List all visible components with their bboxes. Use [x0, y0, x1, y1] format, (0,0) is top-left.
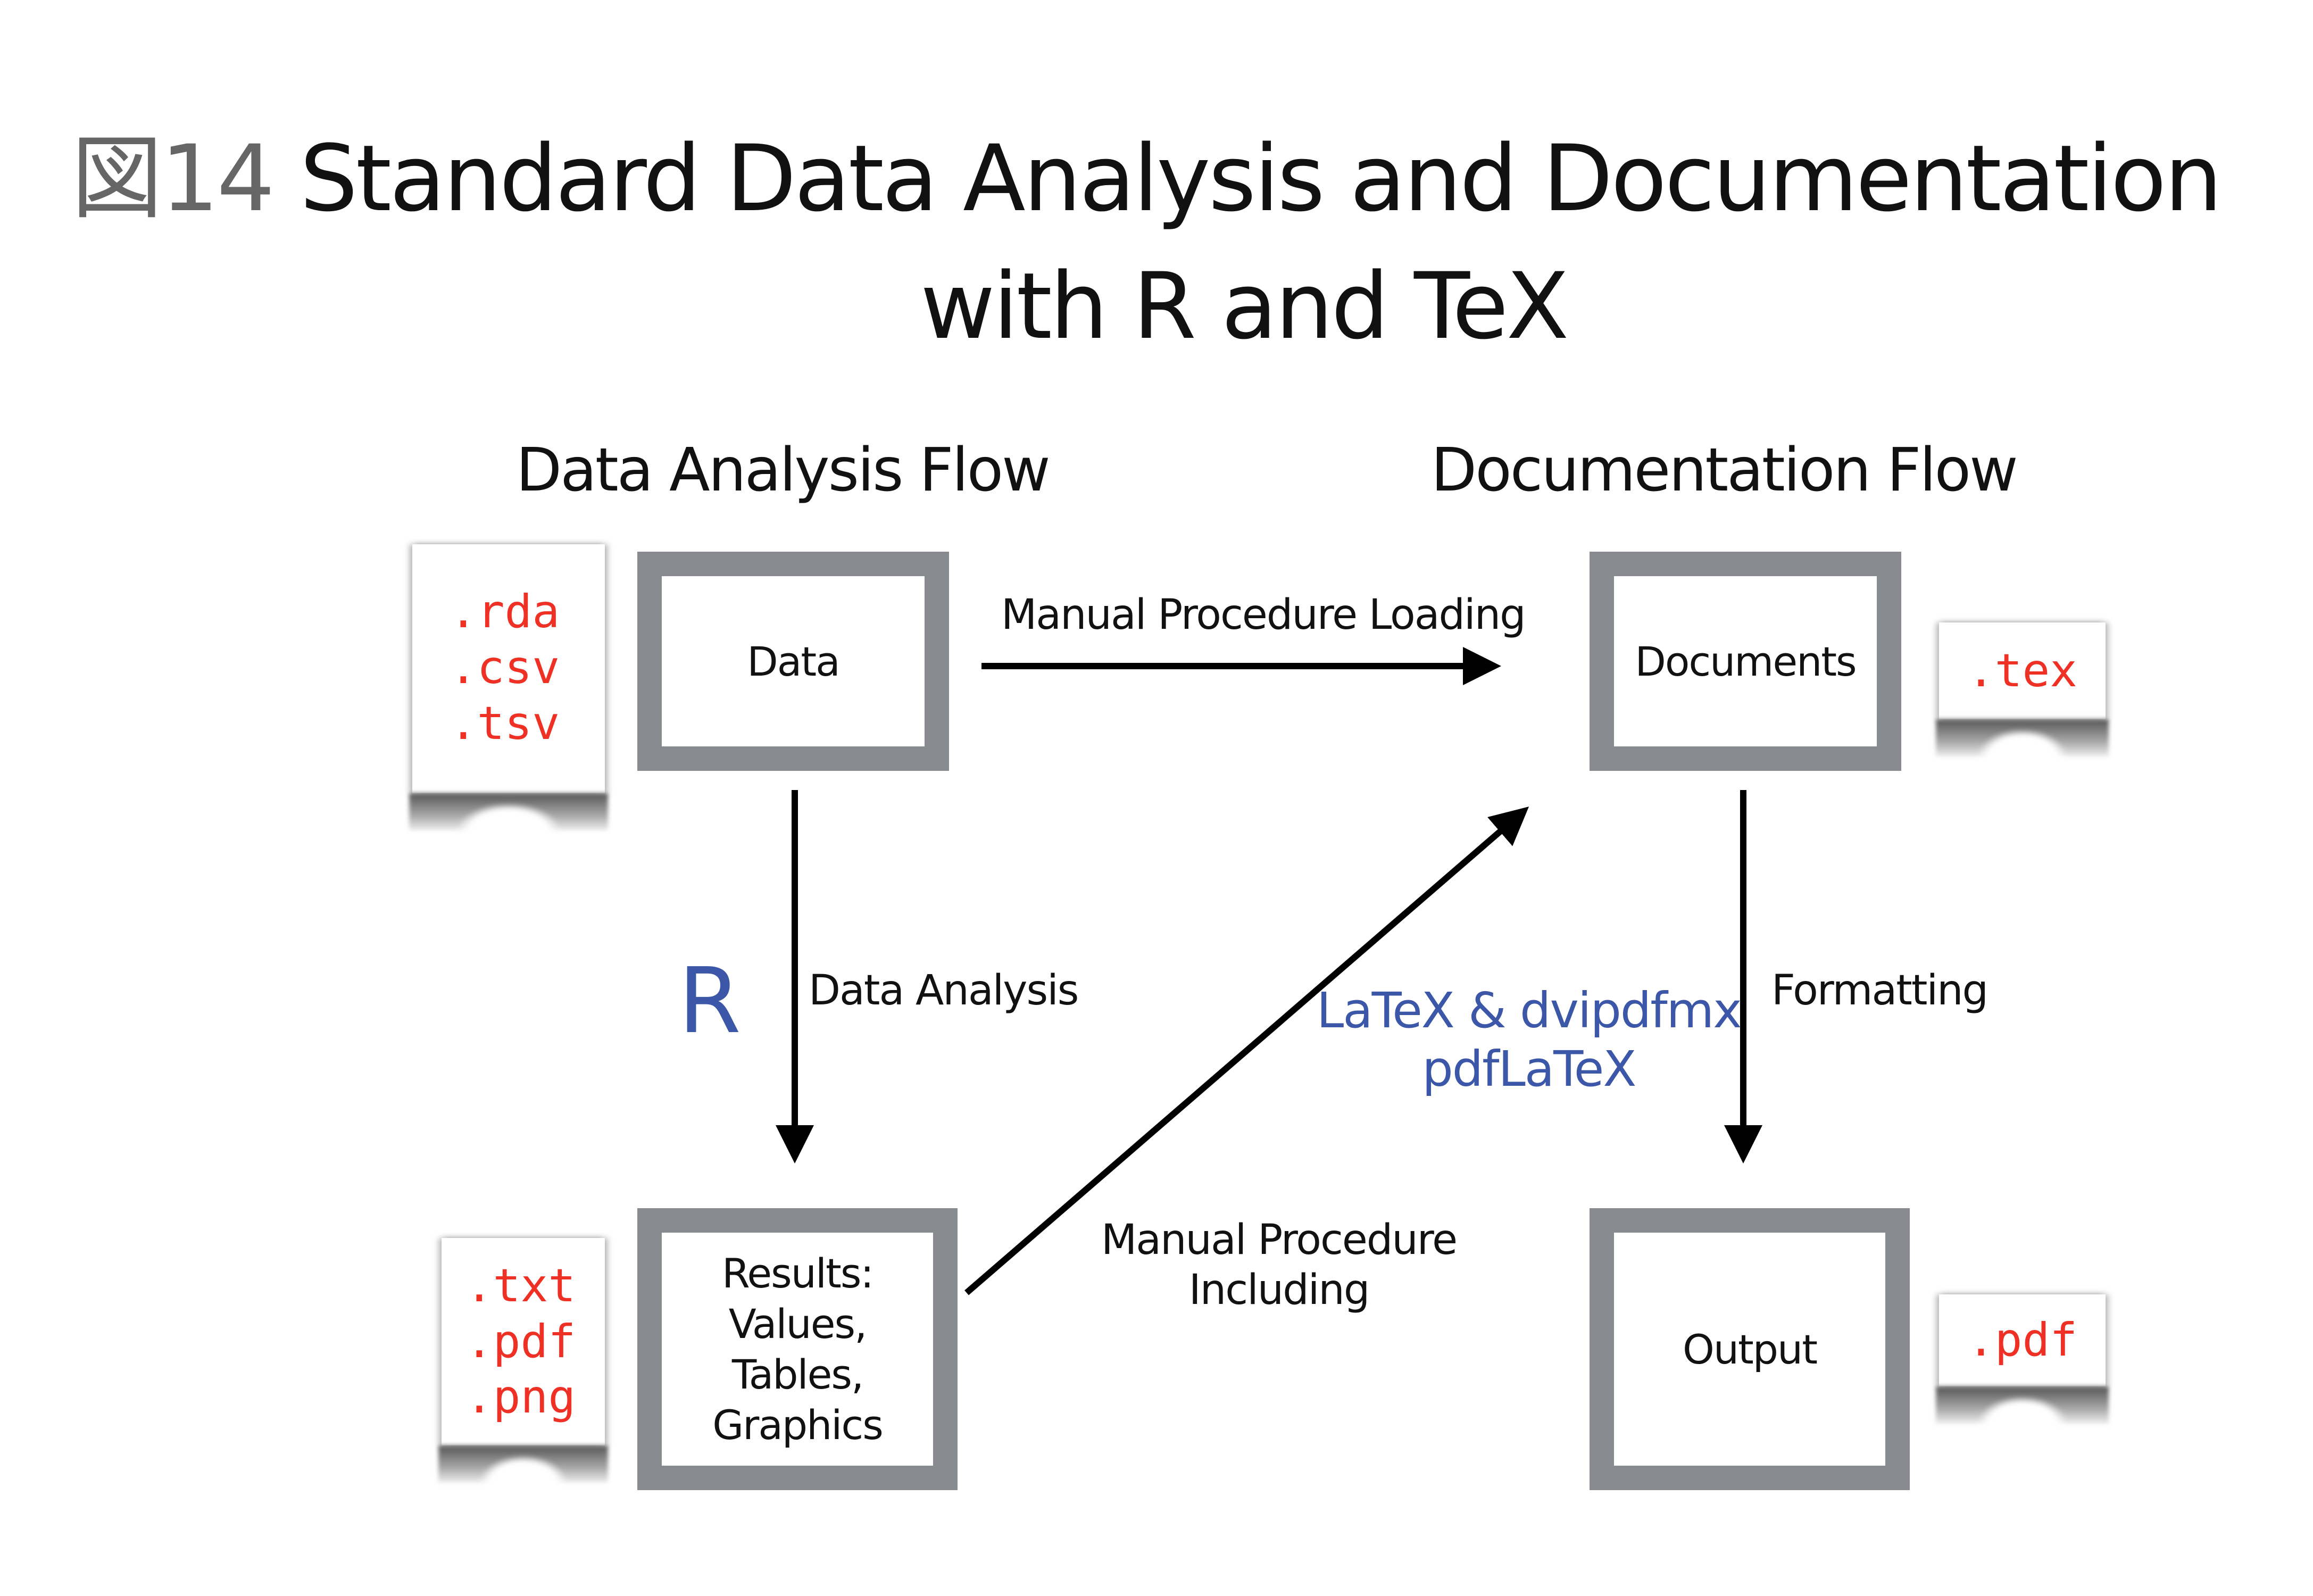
edge-label-data-analysis: Data Analysis — [809, 967, 1079, 1015]
title-text-1: Standard Data Analysis and Documentation — [299, 125, 2223, 232]
file-ext-tsv: .tsv — [450, 696, 560, 750]
tool-pdflatex: pdfLaTeX — [1422, 1041, 1636, 1098]
documents-file-types-card: .tex — [1939, 622, 2106, 719]
file-ext-rda: .rda — [450, 585, 560, 638]
documents-node-label: Documents — [1635, 637, 1857, 685]
file-ext-csv: .csv — [450, 641, 560, 694]
documentation-flow-heading: Documentation Flow — [1431, 436, 2018, 505]
output-file-types-card: .pdf — [1939, 1294, 2106, 1386]
manual-including-line-1: Manual Procedure — [1101, 1216, 1458, 1264]
output-node: Output — [1590, 1208, 1910, 1490]
results-node: Results: Values, Tables, Graphics — [637, 1208, 958, 1490]
figure-number: 図14 — [71, 125, 275, 232]
results-node-label: Results: Values, Tables, Graphics — [662, 1248, 933, 1450]
tool-label-r: R — [678, 949, 742, 1054]
data-file-types-card: .rda .csv .tsv — [412, 544, 605, 793]
file-ext-tex: .tex — [1967, 644, 2078, 697]
results-file-types-card: .txt .pdf .png — [442, 1238, 605, 1445]
arrow-results-to-documents — [964, 807, 1529, 1295]
edge-label-formatting: Formatting — [1771, 967, 1988, 1015]
file-ext-pdf: .pdf — [465, 1315, 576, 1368]
data-analysis-flow-heading: Data Analysis Flow — [516, 436, 1051, 505]
file-ext-txt: .txt — [465, 1259, 576, 1312]
file-ext-pdf-output: .pdf — [1967, 1314, 2078, 1367]
file-ext-png: .png — [465, 1370, 576, 1424]
edge-label-manual-including: Manual Procedure Including — [1101, 1216, 1458, 1315]
results-line-2: Values, Tables, — [728, 1300, 867, 1398]
data-node-label: Data — [747, 637, 840, 685]
results-line-1: Results: — [721, 1250, 874, 1297]
output-node-label: Output — [1683, 1325, 1818, 1373]
edge-label-manual-loading: Manual Procedure Loading — [1001, 591, 1526, 639]
data-node: Data — [637, 552, 949, 771]
title-line-1: 図14 Standard Data Analysis and Documenta… — [71, 133, 2223, 225]
title-line-2: with R and TeX — [920, 253, 1569, 360]
documents-node: Documents — [1590, 552, 1901, 771]
manual-including-line-2: Including — [1188, 1266, 1370, 1314]
results-line-3: Graphics — [712, 1401, 884, 1449]
tool-latex-dvipdfmx: LaTeX & dvipdfmx — [1317, 982, 1742, 1039]
tool-label-typesetting: LaTeX & dvipdfmx pdfLaTeX — [1317, 982, 1742, 1099]
